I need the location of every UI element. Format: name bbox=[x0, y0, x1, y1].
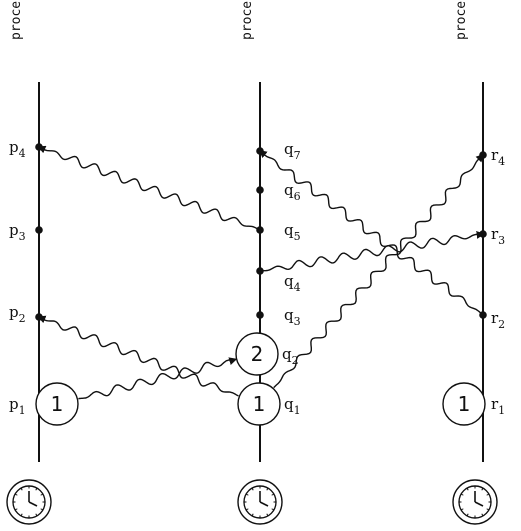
counter-q2: 2 bbox=[235, 332, 279, 376]
message-q5-to-p4 bbox=[37, 145, 261, 231]
event-label-r2: r2 bbox=[491, 309, 505, 331]
event-dot-q5 bbox=[256, 226, 264, 234]
svg-text:2: 2 bbox=[251, 342, 264, 366]
message-q1-to-p2 bbox=[37, 315, 239, 397]
event-dot-r4 bbox=[479, 151, 487, 159]
counter-p1: 1 bbox=[35, 382, 79, 426]
svg-text:process R: process R bbox=[454, 0, 469, 40]
event-label-p3: p3 bbox=[9, 221, 26, 243]
event-dot-r2 bbox=[479, 311, 487, 319]
event-label-r4: r4 bbox=[491, 146, 505, 168]
counter-r1: 1 bbox=[442, 382, 486, 426]
event-dot-p2 bbox=[35, 313, 43, 321]
event-label-q2: q2 bbox=[282, 345, 299, 367]
svg-text:1: 1 bbox=[458, 392, 471, 416]
event-label-r1: r1 bbox=[491, 395, 505, 417]
event-label-q6: q6 bbox=[284, 181, 301, 203]
counter-q1: 1 bbox=[237, 382, 281, 426]
event-dot-q6 bbox=[256, 186, 264, 194]
svg-text:process Q: process Q bbox=[240, 0, 255, 40]
process-label-r: process R bbox=[454, 0, 469, 40]
event-dot-p4 bbox=[35, 143, 43, 151]
event-dot-q3 bbox=[256, 311, 264, 319]
event-label-r3: r3 bbox=[491, 225, 505, 247]
message-p1-to-q2 bbox=[78, 357, 238, 400]
event-label-p1: p1 bbox=[9, 395, 26, 417]
event-label-q5: q5 bbox=[284, 221, 301, 243]
event-label-p4: p4 bbox=[9, 138, 26, 160]
event-label-p2: p2 bbox=[9, 303, 26, 325]
event-dot-r3 bbox=[479, 230, 487, 238]
clock-icon bbox=[237, 479, 283, 525]
event-label-q3: q3 bbox=[284, 306, 301, 328]
event-dot-q4 bbox=[256, 267, 264, 275]
event-dot-p3 bbox=[35, 226, 43, 234]
event-label-q4: q4 bbox=[284, 272, 301, 294]
event-label-q1: q1 bbox=[284, 395, 301, 417]
message-q1-to-r4 bbox=[273, 153, 485, 389]
clock-icon bbox=[452, 479, 498, 525]
process-label-p: process P bbox=[9, 0, 24, 40]
event-dot-q7 bbox=[256, 147, 264, 155]
svg-text:1: 1 bbox=[253, 392, 266, 416]
clock-icon bbox=[6, 479, 52, 525]
svg-text:1: 1 bbox=[51, 392, 64, 416]
event-label-q7: q7 bbox=[284, 140, 301, 162]
svg-text:process P: process P bbox=[9, 0, 24, 40]
message-q4-to-r3 bbox=[259, 230, 485, 272]
message-r2-to-q7 bbox=[258, 150, 484, 316]
process-label-q: process Q bbox=[240, 0, 255, 40]
